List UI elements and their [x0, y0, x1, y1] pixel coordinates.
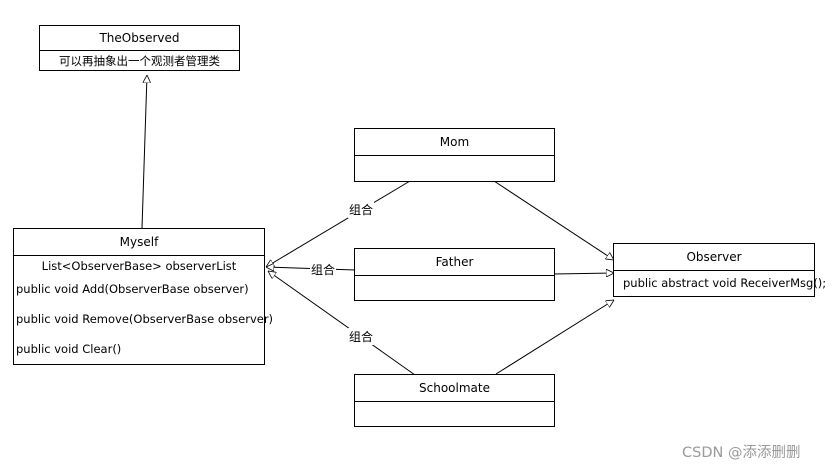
class-myself-method-remove: public void Remove(ObserverBase observer… — [16, 312, 274, 326]
class-myself-field: List<ObserverBase> observerList — [41, 259, 237, 273]
edge-mom-observer — [493, 180, 614, 260]
class-theobserved-title: TheObserved — [40, 26, 239, 51]
class-mom-title: Mom — [355, 129, 554, 156]
class-schoolmate[interactable]: Schoolmate — [354, 374, 555, 427]
edge-mom-myself — [266, 180, 411, 267]
class-myself-method-clear: public void Clear() — [16, 342, 122, 356]
class-myself-method-add: public void Add(ObserverBase observer) — [16, 282, 249, 296]
class-observer-method: public abstract void ReceiverMsg(); — [623, 276, 827, 290]
edge-father-observer — [553, 273, 614, 274]
class-observer-title: Observer — [614, 244, 814, 271]
edge-label-schoolmate: 组合 — [348, 328, 375, 345]
edge-label-father: 组合 — [310, 261, 337, 278]
edge-schoolmate-observer — [495, 300, 614, 375]
watermark: CSDN @添添删删 — [682, 445, 801, 461]
class-myself-title: Myself — [14, 229, 264, 256]
class-myself[interactable]: Myself List<ObserverBase> observerList p… — [13, 228, 273, 365]
edge-label-mom: 组合 — [348, 201, 375, 218]
class-theobserved[interactable]: TheObserved 可以再抽象出一个观测者管理类 — [39, 25, 240, 71]
class-mom[interactable]: Mom — [354, 128, 555, 182]
class-theobserved-note: 可以再抽象出一个观测者管理类 — [59, 54, 220, 68]
edge-schoolmate-myself — [268, 271, 416, 376]
edge-myself-theobserved — [141, 75, 147, 229]
class-father-title: Father — [355, 249, 554, 276]
class-schoolmate-title: Schoolmate — [355, 375, 554, 402]
class-observer[interactable]: Observer public abstract void ReceiverMs… — [613, 243, 827, 297]
class-father[interactable]: Father — [354, 248, 555, 301]
